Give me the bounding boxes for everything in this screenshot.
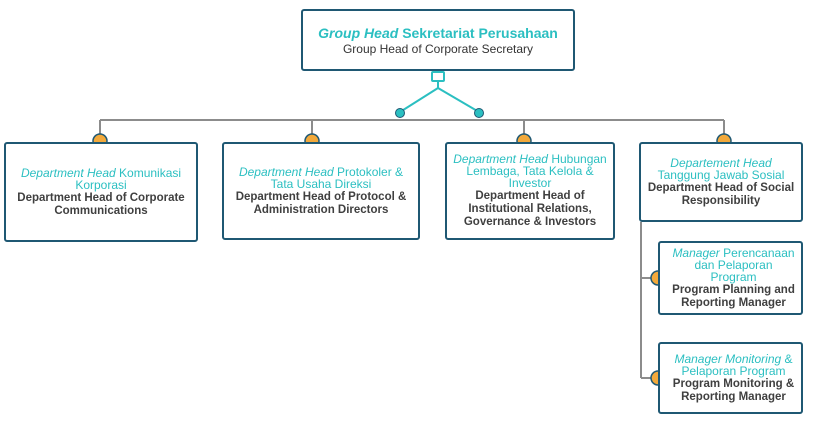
root-box: Group Head Sekretariat Perusahaan Group …	[301, 9, 575, 71]
manager-subtitle: Program Planning and Reporting Manager	[672, 283, 795, 309]
dept-box-institutional-relations: Department Head Hubungan Lembaga, Tata K…	[445, 142, 615, 240]
hub-node-left	[395, 108, 405, 118]
dept-title-rest: Komunikasi Korporasi	[75, 165, 182, 192]
root-title-rest: Sekretariat Perusahaan	[402, 24, 558, 41]
dept-subtitle: Department Head of Institutional Relatio…	[463, 190, 597, 228]
manager-title: Manager Monitoring & Pelaporan Program	[672, 353, 795, 377]
manager-box-program-planning: Manager Perencanaan dan Pelaporan Progra…	[658, 241, 803, 315]
manager-title-rest: Perencanaan dan Pelaporan Program	[694, 245, 795, 284]
dept-title: Department Head Komunikasi Korporasi	[12, 167, 190, 191]
dept-title: Department Head Hubungan Lembaga, Tata K…	[453, 153, 607, 189]
manager-title-rest: & Pelaporan Program	[681, 351, 793, 378]
hub-connector	[399, 71, 480, 113]
dept-box-corporate-communications: Department Head Komunikasi Korporasi Dep…	[4, 142, 198, 242]
dept-title-italic: Department Head	[453, 152, 548, 166]
dept-title-italic: Department Head	[238, 164, 334, 179]
manager-box-program-monitoring: Manager Monitoring & Pelaporan Program P…	[658, 342, 803, 414]
dept-title-rest: Protokoler & Tata Usaha Direksi	[270, 164, 404, 191]
root-title-italic: Group Head	[318, 24, 399, 41]
dept-title-italic: Department Head	[20, 165, 116, 180]
manager-subtitle: Program Monitoring & Reporting Manager	[672, 377, 795, 403]
dept-title-rest: Tanggung Jawab Sosial	[657, 167, 785, 182]
dept-box-social-responsibility: Departement Head Tanggung Jawab Sosial D…	[639, 142, 803, 222]
manager-title: Manager Perencanaan dan Pelaporan Progra…	[672, 247, 795, 283]
dept-box-protocol-administration: Department Head Protokoler & Tata Usaha …	[222, 142, 420, 240]
root-subtitle: Group Head of Corporate Secretary	[342, 41, 534, 56]
dept-subtitle: Department Head of Protocol & Administra…	[235, 190, 407, 216]
manager-title-italic: Manager	[672, 245, 720, 260]
dept-title-italic: Departement Head	[670, 155, 772, 170]
hub-node-right	[474, 108, 484, 118]
dept-subtitle: Department Head of Social Responsibility	[647, 181, 795, 207]
dept-subtitle: Department Head of Corporate Communicati…	[17, 191, 185, 217]
dept-title-rest: Hubungan Lembaga, Tata Kelola & Investor	[466, 152, 607, 190]
dept-title: Departement Head Tanggung Jawab Sosial	[647, 157, 795, 181]
manager-title-italic: Manager Monitoring	[674, 351, 782, 366]
root-title: Group Head Sekretariat Perusahaan	[318, 25, 558, 41]
dept-title: Department Head Protokoler & Tata Usaha …	[230, 166, 412, 190]
